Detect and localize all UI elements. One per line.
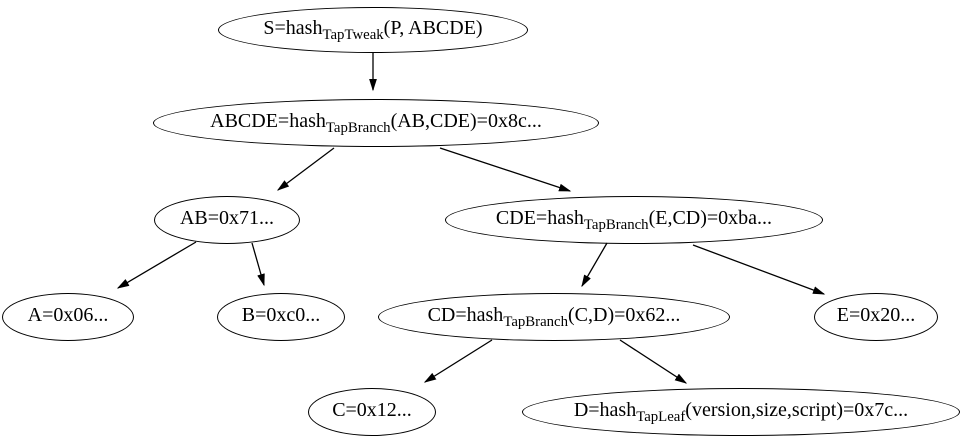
edge-abcde-ab (276, 147, 335, 191)
label-text: ABCDE=hash (210, 110, 326, 132)
node-a-label: A=0x06... (28, 305, 109, 325)
label-subscript: TapBranch (325, 120, 391, 137)
label-text: (C,D)=0x62... (568, 304, 681, 326)
label-text: (AB,CDE)=0x8c... (390, 110, 542, 132)
node-e: E=0x20... (814, 293, 938, 341)
node-b: B=0xc0... (217, 293, 345, 341)
edge-ab-b (251, 242, 265, 287)
node-cde: CDE=hashTapBranch(E,CD)=0xba... (445, 196, 823, 244)
node-c-label: C=0x12... (332, 400, 412, 420)
label-text: D=hash (573, 399, 637, 421)
label-text: (version,size,script)=0x7c... (685, 399, 909, 421)
label-text: CD=hash (427, 304, 504, 326)
edge-cd-c (423, 339, 493, 383)
label-subscript: TapLeaf (636, 409, 686, 426)
node-d: D=hashTapLeaf(version,size,script)=0x7c.… (522, 388, 960, 436)
label-text: C=0x12... (332, 399, 412, 421)
node-abcde: ABCDE=hashTapBranch(AB,CDE)=0x8c... (153, 99, 599, 147)
label-subscript: TapTweak (322, 27, 384, 44)
node-b-label: B=0xc0... (242, 305, 321, 325)
node-cd-label: CD=hashTapBranch(C,D)=0x62... (427, 304, 681, 330)
node-ab-label: AB=0x71... (180, 208, 274, 228)
label-subscript: TapBranch (583, 217, 649, 234)
node-s-label: S=hashTapTweak(P, ABCDE) (263, 17, 483, 43)
node-cd: CD=hashTapBranch(C,D)=0x62... (378, 293, 730, 341)
label-text: CDE=hash (495, 207, 584, 229)
node-c: C=0x12... (308, 388, 436, 436)
edge-cd-d (619, 339, 688, 384)
node-e-label: E=0x20... (837, 305, 916, 325)
label-text: AB=0x71... (179, 207, 275, 229)
node-s: S=hashTapTweak(P, ABCDE) (218, 7, 528, 53)
edge-cde-cd (581, 242, 608, 288)
node-cde-label: CDE=hashTapBranch(E,CD)=0xba... (495, 207, 773, 233)
node-a: A=0x06... (2, 293, 134, 341)
edge-cde-e (692, 244, 826, 295)
label-subscript: TapBranch (503, 314, 569, 331)
node-ab: AB=0x71... (154, 196, 300, 244)
label-text: S=hash (263, 17, 323, 39)
label-text: E=0x20... (836, 304, 916, 326)
label-text: (E,CD)=0xba... (648, 207, 773, 229)
label-text: B=0xc0... (241, 304, 321, 326)
label-text: (P, ABCDE) (383, 17, 483, 39)
label-text: A=0x06... (27, 304, 109, 326)
edge-abcde-cde (439, 147, 572, 192)
node-abcde-label: ABCDE=hashTapBranch(AB,CDE)=0x8c... (210, 110, 542, 136)
node-d-label: D=hashTapLeaf(version,size,script)=0x7c.… (573, 399, 909, 425)
edge-ab-a (116, 241, 197, 289)
